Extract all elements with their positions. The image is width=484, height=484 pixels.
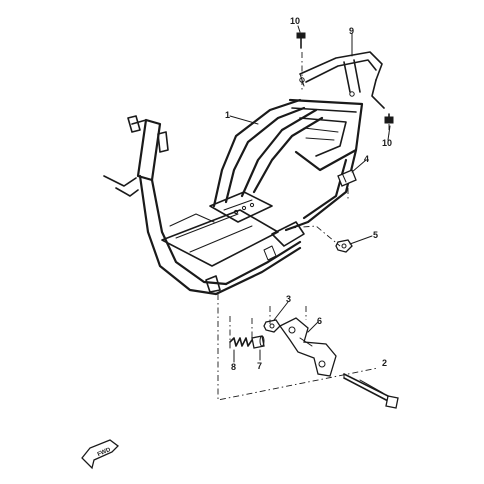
callout-6: 6 bbox=[317, 316, 322, 326]
collar-7-part bbox=[251, 335, 265, 349]
callout-10-top: 10 bbox=[290, 16, 300, 26]
callout-labels: 1 2 3 4 5 6 7 8 9 10 10 bbox=[225, 16, 392, 372]
callout-10-right: 10 bbox=[382, 138, 392, 148]
nut-5-part bbox=[335, 239, 353, 253]
bolt-right-part bbox=[384, 113, 394, 124]
fwd-label: FWD bbox=[97, 447, 113, 458]
rear-bracket-part bbox=[299, 51, 385, 109]
callout-8: 8 bbox=[231, 362, 236, 372]
main-frame bbox=[103, 98, 364, 296]
mount-bracket-6-part bbox=[279, 317, 337, 377]
leader-lines bbox=[229, 25, 391, 394]
callout-1: 1 bbox=[225, 110, 230, 120]
callout-4: 4 bbox=[364, 154, 369, 164]
bolt-4-part bbox=[337, 169, 357, 187]
callout-3: 3 bbox=[286, 294, 291, 304]
bolt-top-part bbox=[296, 32, 306, 49]
callout-5: 5 bbox=[373, 230, 378, 240]
fwd-arrow-icon: FWD bbox=[81, 439, 119, 470]
long-bolt-2-part bbox=[343, 373, 399, 409]
callout-9: 9 bbox=[349, 26, 354, 36]
callout-2: 2 bbox=[382, 358, 387, 368]
nut-3-part bbox=[263, 319, 281, 333]
callout-7: 7 bbox=[257, 361, 262, 371]
spring-8-part bbox=[229, 337, 253, 349]
